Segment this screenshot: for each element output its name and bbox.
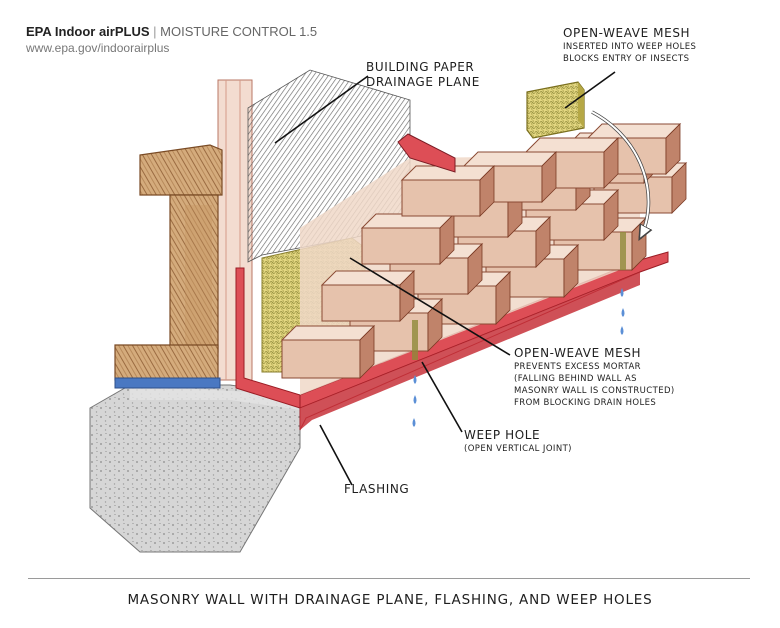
label-building-paper-line2: DRAINAGE PLANE	[366, 75, 480, 89]
label-mesh-wall-line1: PREVENTS EXCESS MORTAR	[514, 362, 641, 372]
brick-side	[479, 165, 495, 217]
masonry-wall-illustration	[89, 69, 688, 553]
brick-face	[361, 227, 441, 265]
caption-divider	[28, 578, 750, 579]
label-mesh-wall-title: OPEN-WEAVE MESH	[514, 346, 642, 360]
label-mesh-wall-line2: (FALLING BEHIND WALL AS	[514, 374, 637, 384]
mesh-sample	[526, 81, 585, 139]
label-flashing-title: FLASHING	[344, 482, 410, 496]
brick-veneer	[280, 123, 688, 379]
label-building-paper: BUILDING PAPER DRAINAGE PLANE	[366, 60, 480, 90]
label-mesh-wall-line3: MASONRY WALL IS CONSTRUCTED)	[514, 386, 675, 396]
label-weep-hole-title: WEEP HOLE	[464, 428, 541, 442]
brick-top	[462, 151, 558, 167]
concrete-foundation	[89, 384, 301, 553]
brick-top	[280, 325, 376, 341]
brick-side	[359, 325, 375, 379]
leader-flashing	[319, 424, 353, 486]
brick-top	[586, 123, 682, 139]
brick-side	[495, 271, 511, 325]
leader-building-paper	[274, 75, 369, 144]
leader-lines	[274, 71, 616, 486]
header-title: EPA Indoor airPLUS | MOISTURE CONTROL 1.…	[26, 24, 317, 40]
label-mesh-sample-title: OPEN-WEAVE MESH	[563, 26, 691, 40]
label-weep-hole-sub: (OPEN VERTICAL JOINT)	[464, 444, 572, 454]
brick-side	[541, 151, 557, 203]
sill-gasket	[114, 377, 221, 389]
curved-arrow	[591, 111, 649, 238]
header: EPA Indoor airPLUS | MOISTURE CONTROL 1.…	[26, 24, 317, 56]
water-drips	[412, 288, 625, 427]
figure-caption: MASONRY WALL WITH DRAINAGE PLANE, FLASHI…	[127, 592, 653, 608]
weep-hole-joints	[412, 232, 626, 360]
header-module: MOISTURE CONTROL 1.5	[160, 24, 318, 39]
brick-side	[399, 270, 415, 322]
brick-top	[524, 137, 620, 153]
brick-side	[671, 162, 687, 214]
leader-mesh-wall	[349, 257, 511, 356]
brick-side	[439, 213, 455, 265]
label-mesh-wall-line4: FROM BLOCKING DRAIN HOLES	[514, 398, 657, 408]
label-mesh-sample-line1: INSERTED INTO WEEP HOLES	[563, 42, 697, 52]
wood-framing	[114, 144, 223, 381]
brick-face	[281, 339, 361, 379]
leader-mesh-sample	[564, 71, 616, 109]
brick-side	[665, 123, 681, 175]
leader-weep-hole	[421, 361, 463, 433]
label-flashing: FLASHING	[344, 482, 409, 497]
label-mesh-sample-line2: BLOCKS ENTRY OF INSECTS	[563, 54, 690, 64]
label-building-paper-line1: BUILDING PAPER	[366, 60, 475, 74]
label-mesh-wall: OPEN-WEAVE MESH PREVENTS EXCESS MORTAR (…	[514, 346, 675, 409]
header-separator: |	[153, 24, 157, 39]
sheathing-wall	[217, 79, 253, 381]
brick-side	[563, 244, 579, 298]
brick-face	[321, 284, 401, 322]
brick-side	[603, 189, 619, 241]
header-url: www.epa.gov/indoorairplus	[26, 41, 170, 55]
brick-tie	[397, 133, 456, 173]
header-brand: EPA Indoor airPLUS	[26, 24, 150, 39]
brick-side	[603, 137, 619, 189]
brick-side	[535, 216, 551, 268]
brick-side	[467, 243, 483, 295]
label-mesh-sample: OPEN-WEAVE MESH INSERTED INTO WEEP HOLES…	[563, 26, 696, 65]
brick-top	[320, 270, 416, 286]
brick-face	[401, 179, 481, 217]
label-weep-hole: WEEP HOLE (OPEN VERTICAL JOINT)	[464, 428, 572, 455]
